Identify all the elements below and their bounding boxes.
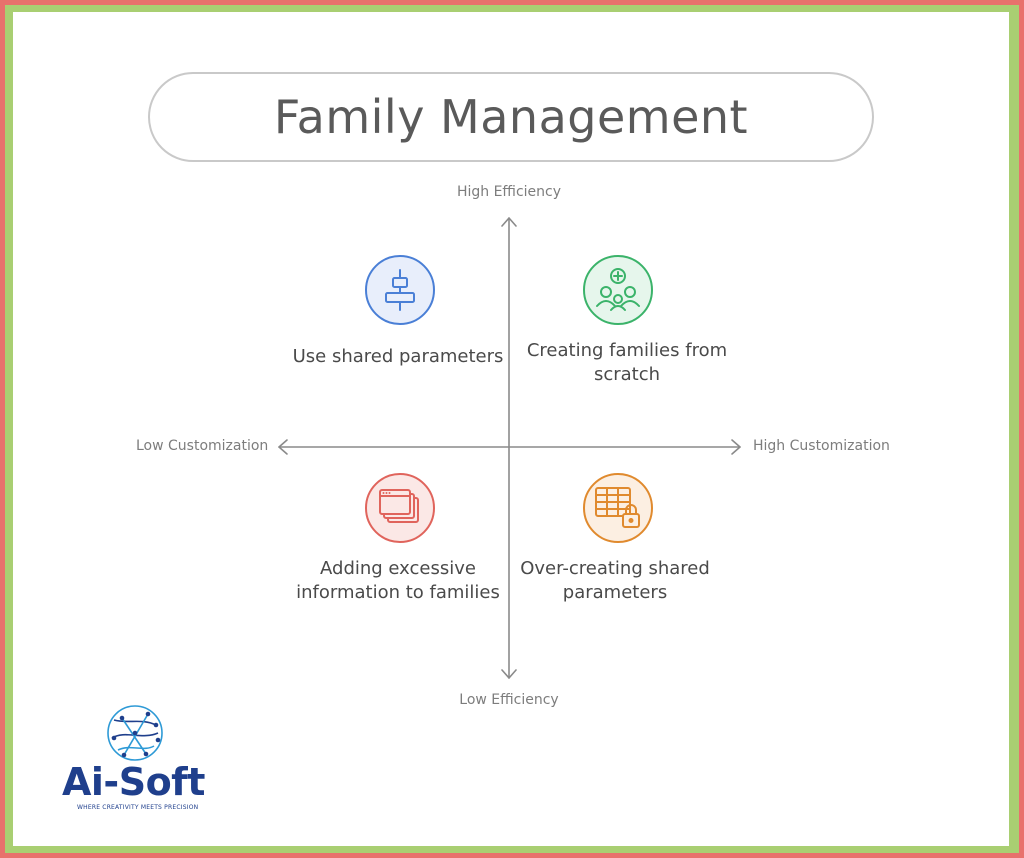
arrow-right-icon xyxy=(731,439,741,455)
axis-label-low-efficiency: Low Efficiency xyxy=(459,692,559,708)
arrow-up-icon xyxy=(501,217,517,227)
stacked-windows-icon xyxy=(365,473,435,543)
ai-soft-logo-mark xyxy=(107,705,163,761)
arrow-left-icon xyxy=(278,439,288,455)
align-center-icon xyxy=(365,255,435,325)
family-add-icon xyxy=(583,255,653,325)
page-title: Family Management xyxy=(273,90,749,144)
axis-label-low-customization: Low Customization xyxy=(136,438,269,454)
locked-table-icon xyxy=(583,473,653,543)
axis-label-high-customization: High Customization xyxy=(753,438,890,454)
logo-tagline: WHERE CREATIVITY MEETS PRECISION xyxy=(77,804,199,811)
quadrant-label-bottom-right: Over-creating shared parameters xyxy=(520,558,710,603)
title-pill: Family Management xyxy=(148,72,874,162)
arrow-down-icon xyxy=(501,669,517,679)
logo-wordmark: Ai-Soft xyxy=(62,760,205,804)
quadrant-label-top-right: Creating families from scratch xyxy=(526,340,728,385)
axis-label-high-efficiency: High Efficiency xyxy=(456,184,562,200)
quadrant-label-top-left: Use shared parameters xyxy=(292,346,504,367)
quadrant-label-bottom-left: Adding excessive information to families xyxy=(296,558,500,603)
